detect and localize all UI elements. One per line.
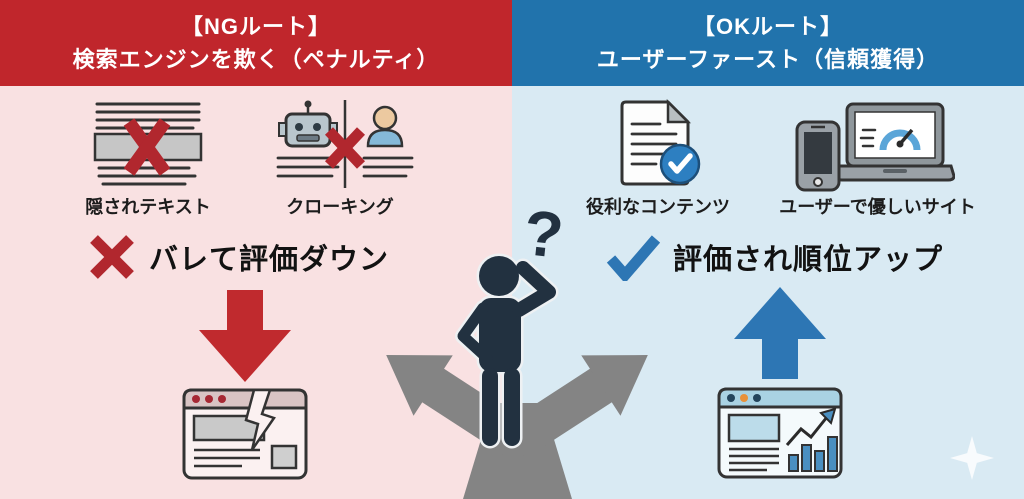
helpful-content-label: 役利なコンテンツ	[586, 197, 730, 217]
user-friendly-site-label: ユーザーで優しいサイト	[779, 197, 976, 217]
cloaking-icon	[272, 96, 418, 192]
ng-header: 【NGルート】 検索エンジンを欺く（ペナルティ）	[0, 0, 512, 86]
user-friendly-site-icon	[795, 100, 955, 192]
ng-header-line1: 【NGルート】	[180, 14, 331, 39]
ranking-up-website-icon	[717, 387, 843, 479]
thinking-person-icon	[455, 248, 567, 452]
ng-verdict-text: バレて評価ダウン	[149, 244, 390, 276]
cloaking-label: クローキング	[286, 197, 394, 217]
ok-header-line2: ユーザーファースト（信頼獲得）	[596, 47, 940, 72]
hidden-text-icon	[89, 98, 207, 190]
down-arrow-icon	[199, 290, 291, 382]
up-arrow-icon	[734, 287, 826, 379]
hidden-text-label: 隠されテキスト	[85, 197, 211, 217]
cross-mark-icon	[88, 233, 136, 281]
ng-verdict: バレて評価ダウン	[88, 233, 389, 281]
ok-verdict: 評価され順位アップ	[606, 233, 943, 281]
ok-header-line1: 【OKルート】	[692, 14, 843, 39]
question-mark: ?	[520, 196, 567, 272]
ng-header-line2: 検索エンジンを欺く（ペナルティ）	[72, 47, 440, 72]
helpful-content-icon	[616, 98, 704, 188]
ok-verdict-text: 評価され順位アップ	[673, 244, 944, 276]
ok-header: 【OKルート】 ユーザーファースト（信頼獲得）	[512, 0, 1024, 86]
broken-website-icon	[182, 388, 308, 480]
check-mark-icon	[606, 233, 660, 281]
